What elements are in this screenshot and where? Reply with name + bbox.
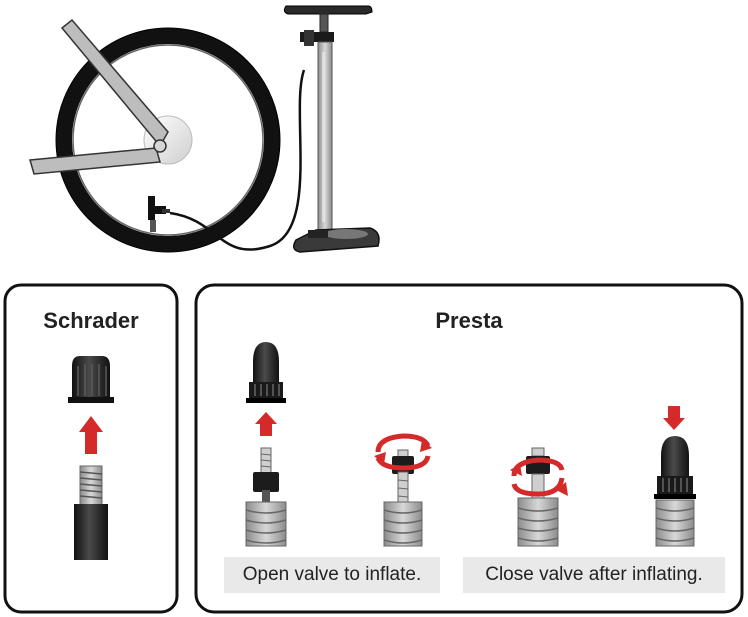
- schrader-cap-icon: [68, 356, 114, 403]
- bicycle-wheel-icon: [29, 18, 281, 253]
- presta-valve-icon: [245, 447, 287, 547]
- schrader-title: Schrader: [43, 308, 139, 333]
- up-arrow-icon: [255, 412, 277, 436]
- presta-panel: [194, 283, 744, 614]
- presta-valve-open-icon: [383, 449, 423, 547]
- floor-pump-icon: [283, 5, 380, 253]
- pump-head-icon: [148, 196, 170, 232]
- schrader-panel: [3, 283, 179, 614]
- schrader-valve-icon: [74, 465, 108, 560]
- bicycle-frame-icon: [29, 18, 169, 175]
- caption-open-valve: Open valve to inflate.: [224, 557, 440, 593]
- presta-title: Presta: [435, 308, 503, 333]
- down-arrow-icon: [663, 406, 685, 430]
- presta-cap-removed-icon: [246, 342, 286, 403]
- up-arrow-icon: [79, 416, 103, 454]
- pump-hose: [169, 69, 306, 251]
- caption-close-valve: Close valve after inflating.: [463, 557, 725, 593]
- rotate-arrow-icon: [374, 433, 432, 471]
- presta-cap-replaced-icon: [654, 436, 696, 547]
- rotate-arrow-icon: [510, 457, 568, 497]
